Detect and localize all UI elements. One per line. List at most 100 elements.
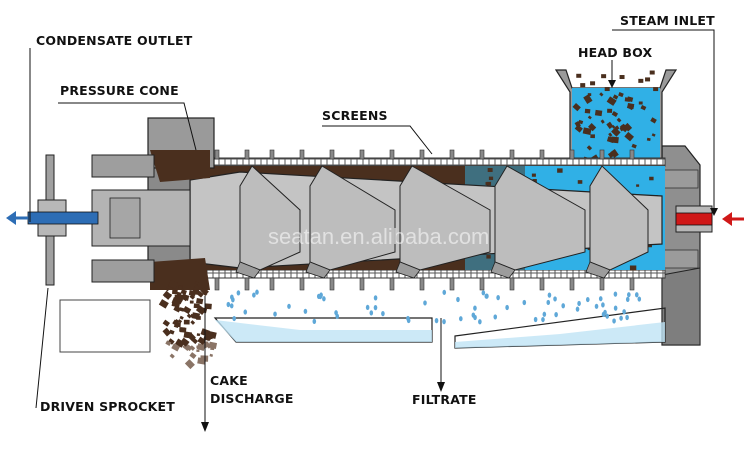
filtrate-droplet [637,296,642,302]
material-chunk [574,120,581,128]
filtrate-droplet [627,292,631,298]
material-chunk [624,131,634,142]
label-discharge: DISCHARGE [210,391,294,406]
filtrate-droplet [554,312,558,318]
filtrate-droplet [601,302,605,308]
material-chunk [177,294,184,300]
material-chunk [587,115,592,120]
screen-rib [449,277,455,291]
filtrate-droplet [255,289,259,295]
material-chunk [183,331,192,339]
screen-rib [629,277,635,291]
material-chunk [588,123,597,132]
material-chunk [590,81,596,86]
watermark: seatan.en.alibaba.com [268,224,489,249]
screen-rib [269,149,275,160]
material-chunk [600,119,605,124]
material-chunk [631,143,637,149]
screen-rib [479,149,485,160]
filtrate-droplet [312,318,317,324]
material-chunk [590,134,595,139]
screen-rib [329,149,335,160]
filtrate-droplet [243,309,248,315]
material-chunk [205,335,212,342]
filtrate-droplet [634,292,639,298]
material-chunk [167,338,175,345]
screen-rib [509,277,515,291]
arrow-left-icon [722,212,744,226]
material-chunk [189,300,194,304]
filtrate-droplet [365,304,370,311]
screw-flight-edge [395,261,421,279]
material-chunk [183,319,190,325]
filtrate-droplet [303,308,308,314]
material-chunk [608,132,613,137]
material-chunk [627,102,635,110]
screen-rib [479,277,485,291]
filtrate-droplet [613,305,618,311]
material-chunk [586,145,593,151]
material-chunk [173,305,182,313]
filtrate-droplet [605,313,610,319]
material-chunk [614,125,620,131]
material-chunk [182,306,192,315]
material-chunk [607,152,614,159]
material-chunk [653,87,659,92]
material-chunk [175,338,185,348]
filtrate-droplet [442,289,447,295]
screw-flight-edge [585,261,611,279]
filtrate-droplet [547,292,552,298]
screen-rib [569,149,575,160]
material-chunk [651,133,656,137]
material-chunk [190,313,196,319]
material-chunk [619,75,625,80]
material-chunk [193,303,200,309]
material-chunk [645,77,651,82]
material-chunk [611,127,621,137]
filtrate-droplet [252,292,256,298]
screen-rib [299,277,305,291]
label-cake: CAKE [210,373,248,388]
material-chunk [180,337,190,347]
material-chunk [207,330,217,339]
material-chunk [604,87,610,92]
material-chunk [181,294,190,301]
filtrate-droplet [459,316,463,322]
filtrate-droplet [601,311,606,318]
material-chunk [190,320,196,325]
filtrate-droplet [598,296,603,302]
material-chunk [488,176,494,181]
steam-inlet-pipe [675,205,713,233]
screen-rib [419,277,425,291]
filtrate-droplet [373,305,378,311]
screen-rib [389,277,395,291]
material-chunk [179,315,184,320]
filtrate-trough [59,299,666,353]
filtrate-droplet [541,316,545,323]
material-chunk [205,342,212,349]
material-chunk [646,137,651,142]
filtrate-droplet [478,319,482,325]
material-chunk [629,265,637,271]
material-chunk [196,349,200,352]
material-chunk [616,117,622,123]
filtrate-droplet [613,291,618,297]
material-chunk [487,168,493,172]
filtrate-droplet [229,303,234,309]
filtrate-droplet [369,310,374,316]
driven-sprocket-assembly [27,154,99,286]
filtrate-droplet [612,318,616,324]
filtrate-droplet [505,304,509,311]
filtrate-droplet [484,293,489,299]
filtrate-droplet [230,294,234,300]
material-chunk [640,104,647,111]
screen-rib [389,149,395,160]
screen-rib [509,149,515,160]
screen-rib [569,277,575,291]
filtrate-droplet [232,315,236,322]
material-chunk [196,333,201,337]
material-chunk [179,327,186,332]
material-chunk [531,173,536,177]
leader-lines [29,29,718,432]
